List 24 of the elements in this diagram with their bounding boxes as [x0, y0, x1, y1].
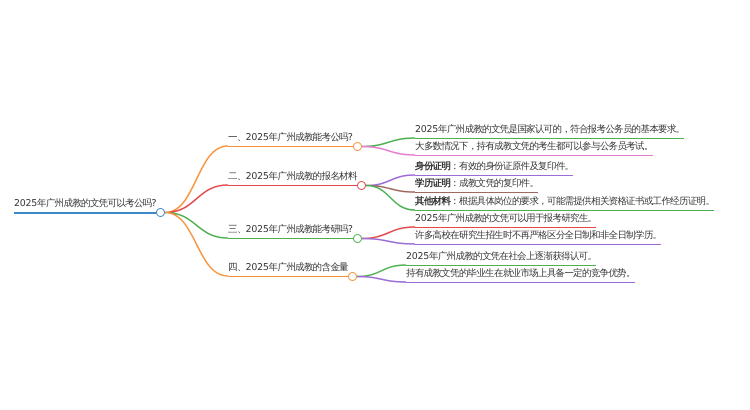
connector-line	[362, 238, 416, 245]
connector-line	[356, 264, 406, 278]
leaf-text: 2025年广州成教的文凭是国家认可的，符合报考公务员的基本要求。	[415, 122, 684, 139]
connector-line	[366, 184, 416, 211]
connector-line	[362, 226, 416, 240]
branch-text: 一、2025年广州成教能考公吗?	[228, 130, 353, 147]
connector-line	[362, 146, 416, 156]
leaf-text: 其他材料：根据具体岗位的要求，可能需提供相关资格证书或工作经历证明。	[415, 194, 714, 211]
leaf-text: 2025年广州成教的文凭可以用于报考研究生。	[415, 211, 596, 228]
topic-text: 2025年广州成教的文凭可以考公吗?	[14, 196, 156, 214]
connector-line	[366, 174, 416, 186]
leaf-text: 身份证明：有效的身份证原件及复印件。	[415, 159, 574, 176]
branch-text: 二、2025年广州成教的报名材料	[228, 169, 357, 186]
connector-line	[164, 212, 228, 277]
connector-line	[362, 137, 416, 148]
connector-line	[164, 184, 228, 214]
leaf-text: 学历证明：成教文凭的复印件。	[415, 176, 538, 193]
leaf-text: 许多高校在研究生招生时不再严格区分全日制和非全日制学历。	[415, 228, 662, 245]
leaf-text: 2025年广州成教的文凭在社会上逐渐获得认可。	[406, 249, 596, 266]
branch-text: 四、2025年广州成教的含金量	[228, 260, 348, 277]
leaf-text: 持有成教文凭的毕业生在就业市场上具备一定的竞争优势。	[406, 266, 635, 283]
leaf-text: 大多数情况下，持有成教文凭的考生都可以参与公务员考试。	[415, 139, 653, 156]
connector-line	[356, 276, 406, 283]
branch-text: 三、2025年广州成教能考研吗?	[228, 222, 353, 239]
